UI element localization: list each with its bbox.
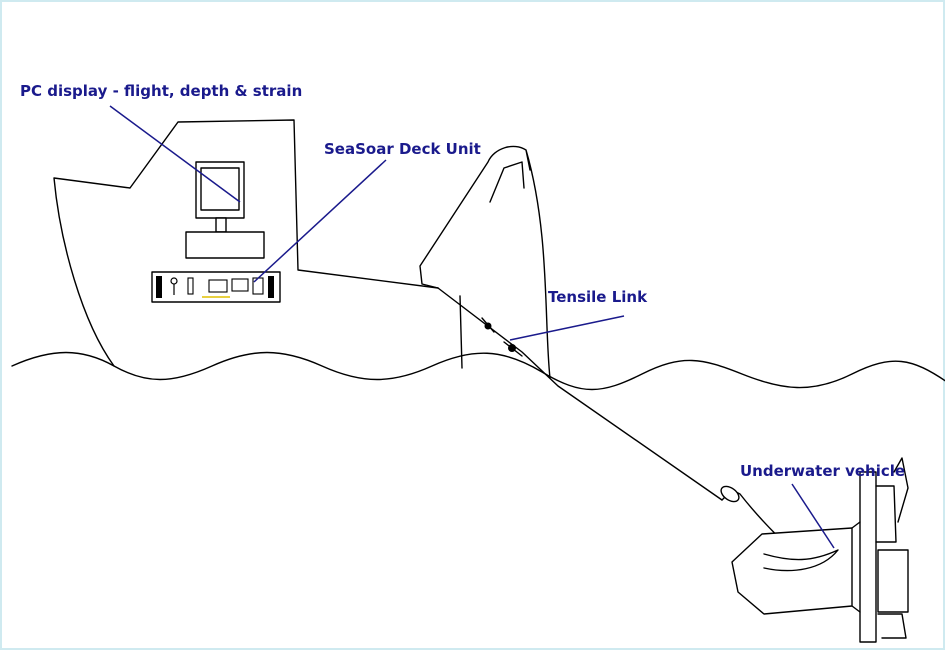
tow-cable — [437, 287, 723, 501]
pc-monitor-icon — [185, 161, 265, 259]
deck-unit-label: SeaSoar Deck Unit — [324, 140, 481, 158]
tensile-link-icon — [481, 317, 523, 357]
tensile-link-label: Tensile Link — [548, 288, 648, 306]
underwater-vehicle-icon — [720, 457, 909, 643]
tensile-link-leader — [509, 315, 625, 341]
underwater-vehicle-label: Underwater vehicle — [740, 462, 905, 480]
stern-frame — [419, 145, 551, 379]
pc-display-label: PC display - flight, depth & strain — [20, 82, 302, 100]
sea-surface — [11, 351, 945, 391]
underwater-vehicle-leader — [791, 483, 835, 549]
deck-unit-leader — [253, 159, 387, 283]
ship-hull — [53, 119, 439, 367]
pc-display-leader — [109, 105, 241, 203]
